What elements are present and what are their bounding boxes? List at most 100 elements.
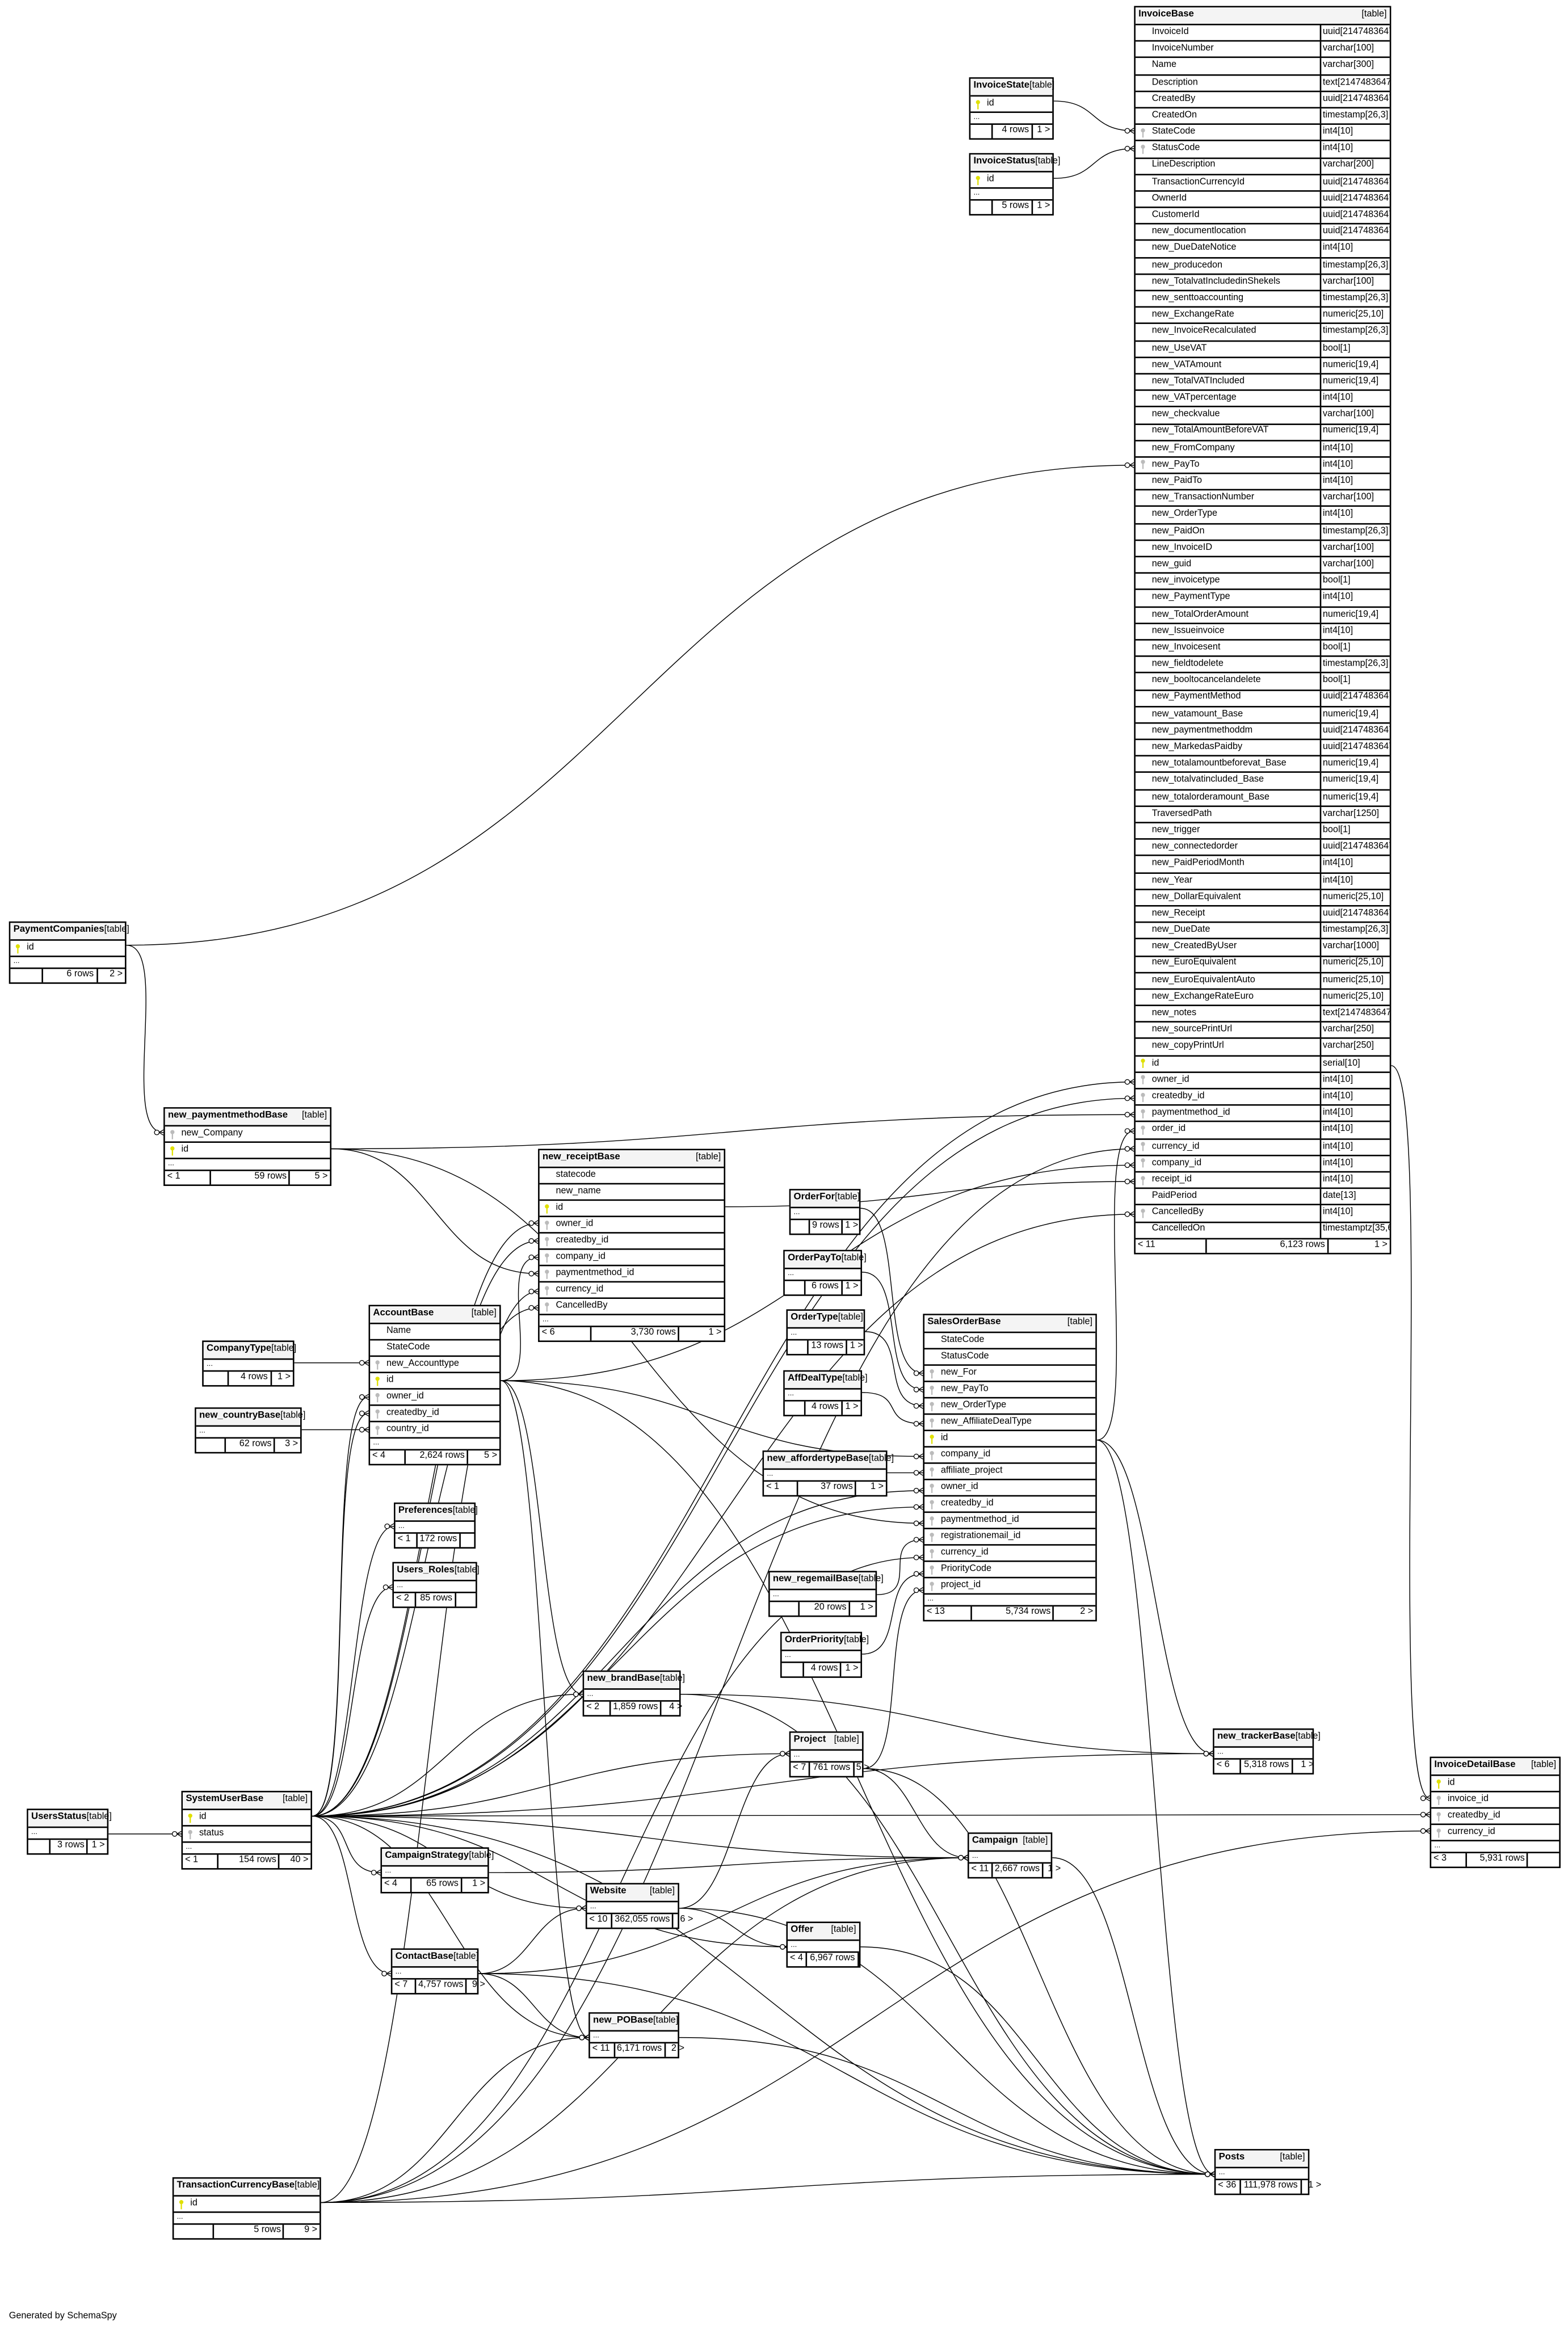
children-count[interactable]: 6 > [680, 1915, 693, 1925]
table-header[interactable]: SystemUserBase[table] [183, 1792, 311, 1810]
children-count[interactable]: 1 > [1037, 201, 1050, 212]
column-row[interactable]: new_Company [165, 1126, 330, 1143]
parents-count[interactable]: < 1 [396, 1533, 418, 1547]
column-row[interactable]: new_AffiliateDealType [924, 1415, 1096, 1432]
children-count[interactable]: 4 > [669, 1702, 683, 1713]
table-header[interactable]: new_brandBase[table] [584, 1672, 685, 1690]
parents-count[interactable]: < 7 [392, 1979, 417, 1993]
children-count[interactable]: 1 > [91, 1840, 105, 1851]
children-count[interactable]: 2 > [671, 2044, 684, 2055]
children-count[interactable]: 3 > [285, 1439, 299, 1450]
children-count[interactable]: 1 > [870, 1482, 884, 1493]
table-header[interactable]: UsersStatus[table] [28, 1810, 112, 1828]
parents-count[interactable] [10, 969, 43, 983]
children-count[interactable]: 40 > [290, 1855, 309, 1866]
table-header[interactable]: AccountBase[table] [370, 1306, 499, 1324]
table-header[interactable]: CompanyType[table] [203, 1341, 296, 1360]
parents-count[interactable] [204, 1372, 229, 1385]
parents-count[interactable] [782, 1663, 804, 1677]
table-header[interactable]: OrderFor[table] [791, 1190, 860, 1209]
column-row[interactable]: createdby_id [539, 1234, 724, 1250]
children-count[interactable]: 1 > [845, 1221, 859, 1231]
parents-count[interactable] [770, 1602, 800, 1616]
children-count[interactable]: 1 > [860, 1602, 873, 1613]
parents-count[interactable]: < 36 [1216, 2180, 1242, 2194]
children-count[interactable]: 1 > [472, 1879, 486, 1890]
parents-count[interactable]: < 1 [183, 1854, 219, 1869]
children-count[interactable]: 1 > [845, 1663, 859, 1675]
table-header[interactable]: Offer[table] [788, 1923, 859, 1941]
column-row[interactable]: new_Accounttype [370, 1357, 499, 1373]
column-row[interactable]: statecode [539, 1168, 724, 1185]
column-row[interactable]: id [924, 1431, 1096, 1448]
column-row[interactable]: paymentmethod_id [539, 1266, 724, 1283]
table-header[interactable]: SalesOrderBase[table] [924, 1315, 1096, 1334]
parents-count[interactable]: < 3 [1431, 1853, 1468, 1867]
column-row[interactable]: paymentmethod_id [924, 1513, 1096, 1529]
parents-count[interactable] [791, 1220, 810, 1234]
column-row[interactable]: id [370, 1373, 499, 1390]
parents-count[interactable]: < 1 [165, 1171, 212, 1185]
column-row[interactable]: id [165, 1143, 330, 1159]
column-row[interactable]: owner_id [370, 1390, 499, 1406]
table-header[interactable]: OrderPayTo[table] [784, 1251, 867, 1269]
column-row[interactable]: new_PayTo [924, 1382, 1096, 1399]
parents-count[interactable]: < 4 [788, 1953, 808, 1966]
column-row[interactable]: CancelledBy [539, 1299, 724, 1315]
column-row[interactable]: id [174, 2197, 320, 2213]
table-header[interactable]: Users_Roles[table] [394, 1563, 480, 1581]
children-count[interactable]: 1 > [1308, 2181, 1322, 2192]
column-row[interactable]: company_id [539, 1250, 724, 1267]
parents-count[interactable]: < 11 [590, 2043, 615, 2057]
table-header[interactable]: ContactBase[table] [392, 1950, 478, 1968]
children-count[interactable] [461, 1534, 480, 1547]
parents-count[interactable]: < 2 [394, 1593, 417, 1607]
table-header[interactable]: new_paymentmethodBase[table] [165, 1108, 330, 1127]
children-count[interactable]: 1 > [1048, 1864, 1061, 1875]
parents-count[interactable]: < 4 [370, 1450, 406, 1464]
